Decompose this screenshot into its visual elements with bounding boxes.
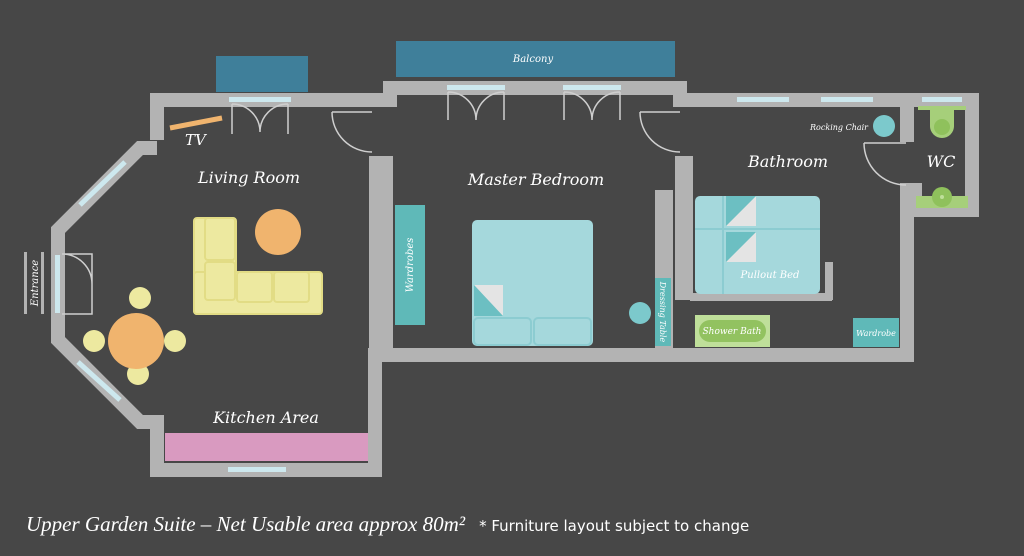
wc-label: WC <box>927 152 956 171</box>
suite-title: Upper Garden Suite – Net Usable area app… <box>26 512 466 536</box>
entrance-marker <box>24 252 27 314</box>
bathroom-label: Bathroom <box>747 152 828 171</box>
tv <box>169 115 223 131</box>
wardrobe <box>853 318 899 347</box>
rocking-chair-label: Rocking Chair <box>809 123 869 132</box>
master-bedroom-label: Master Bedroom <box>467 170 604 189</box>
toilet <box>918 106 966 138</box>
dressing-table-label: Dressing Table <box>658 281 667 343</box>
balcony-small <box>216 56 308 92</box>
rocking-chair <box>873 115 895 137</box>
wardrobes-label: Wardrobes <box>405 238 416 293</box>
wardrobe-label: Wardrobe <box>856 329 896 338</box>
pullout-bed-label: Pullout Bed <box>740 270 800 281</box>
wardrobes <box>395 205 425 325</box>
furniture-note: * Furniture layout subject to change <box>479 517 750 535</box>
sink <box>916 187 968 208</box>
tv-label: TV <box>185 131 208 149</box>
kitchen-counter <box>165 433 368 461</box>
coffee-table <box>255 209 301 255</box>
dining-set <box>83 287 186 385</box>
sofa <box>193 217 323 315</box>
pullout-bed <box>695 196 820 294</box>
dressing-table <box>655 278 671 346</box>
shower-bath-label: Shower Bath <box>703 327 762 337</box>
living-room-label: Living Room <box>197 168 300 187</box>
balcony <box>396 41 675 77</box>
stool <box>629 302 651 324</box>
footer: Upper Garden Suite – Net Usable area app… <box>26 512 749 537</box>
doors <box>61 91 907 315</box>
windows <box>55 85 962 472</box>
entrance-label[interactable]: Entrance <box>30 260 41 308</box>
balcony-label: Balcony <box>512 54 554 65</box>
kitchen-area-label: Kitchen Area <box>212 408 319 427</box>
master-bed <box>472 220 593 346</box>
